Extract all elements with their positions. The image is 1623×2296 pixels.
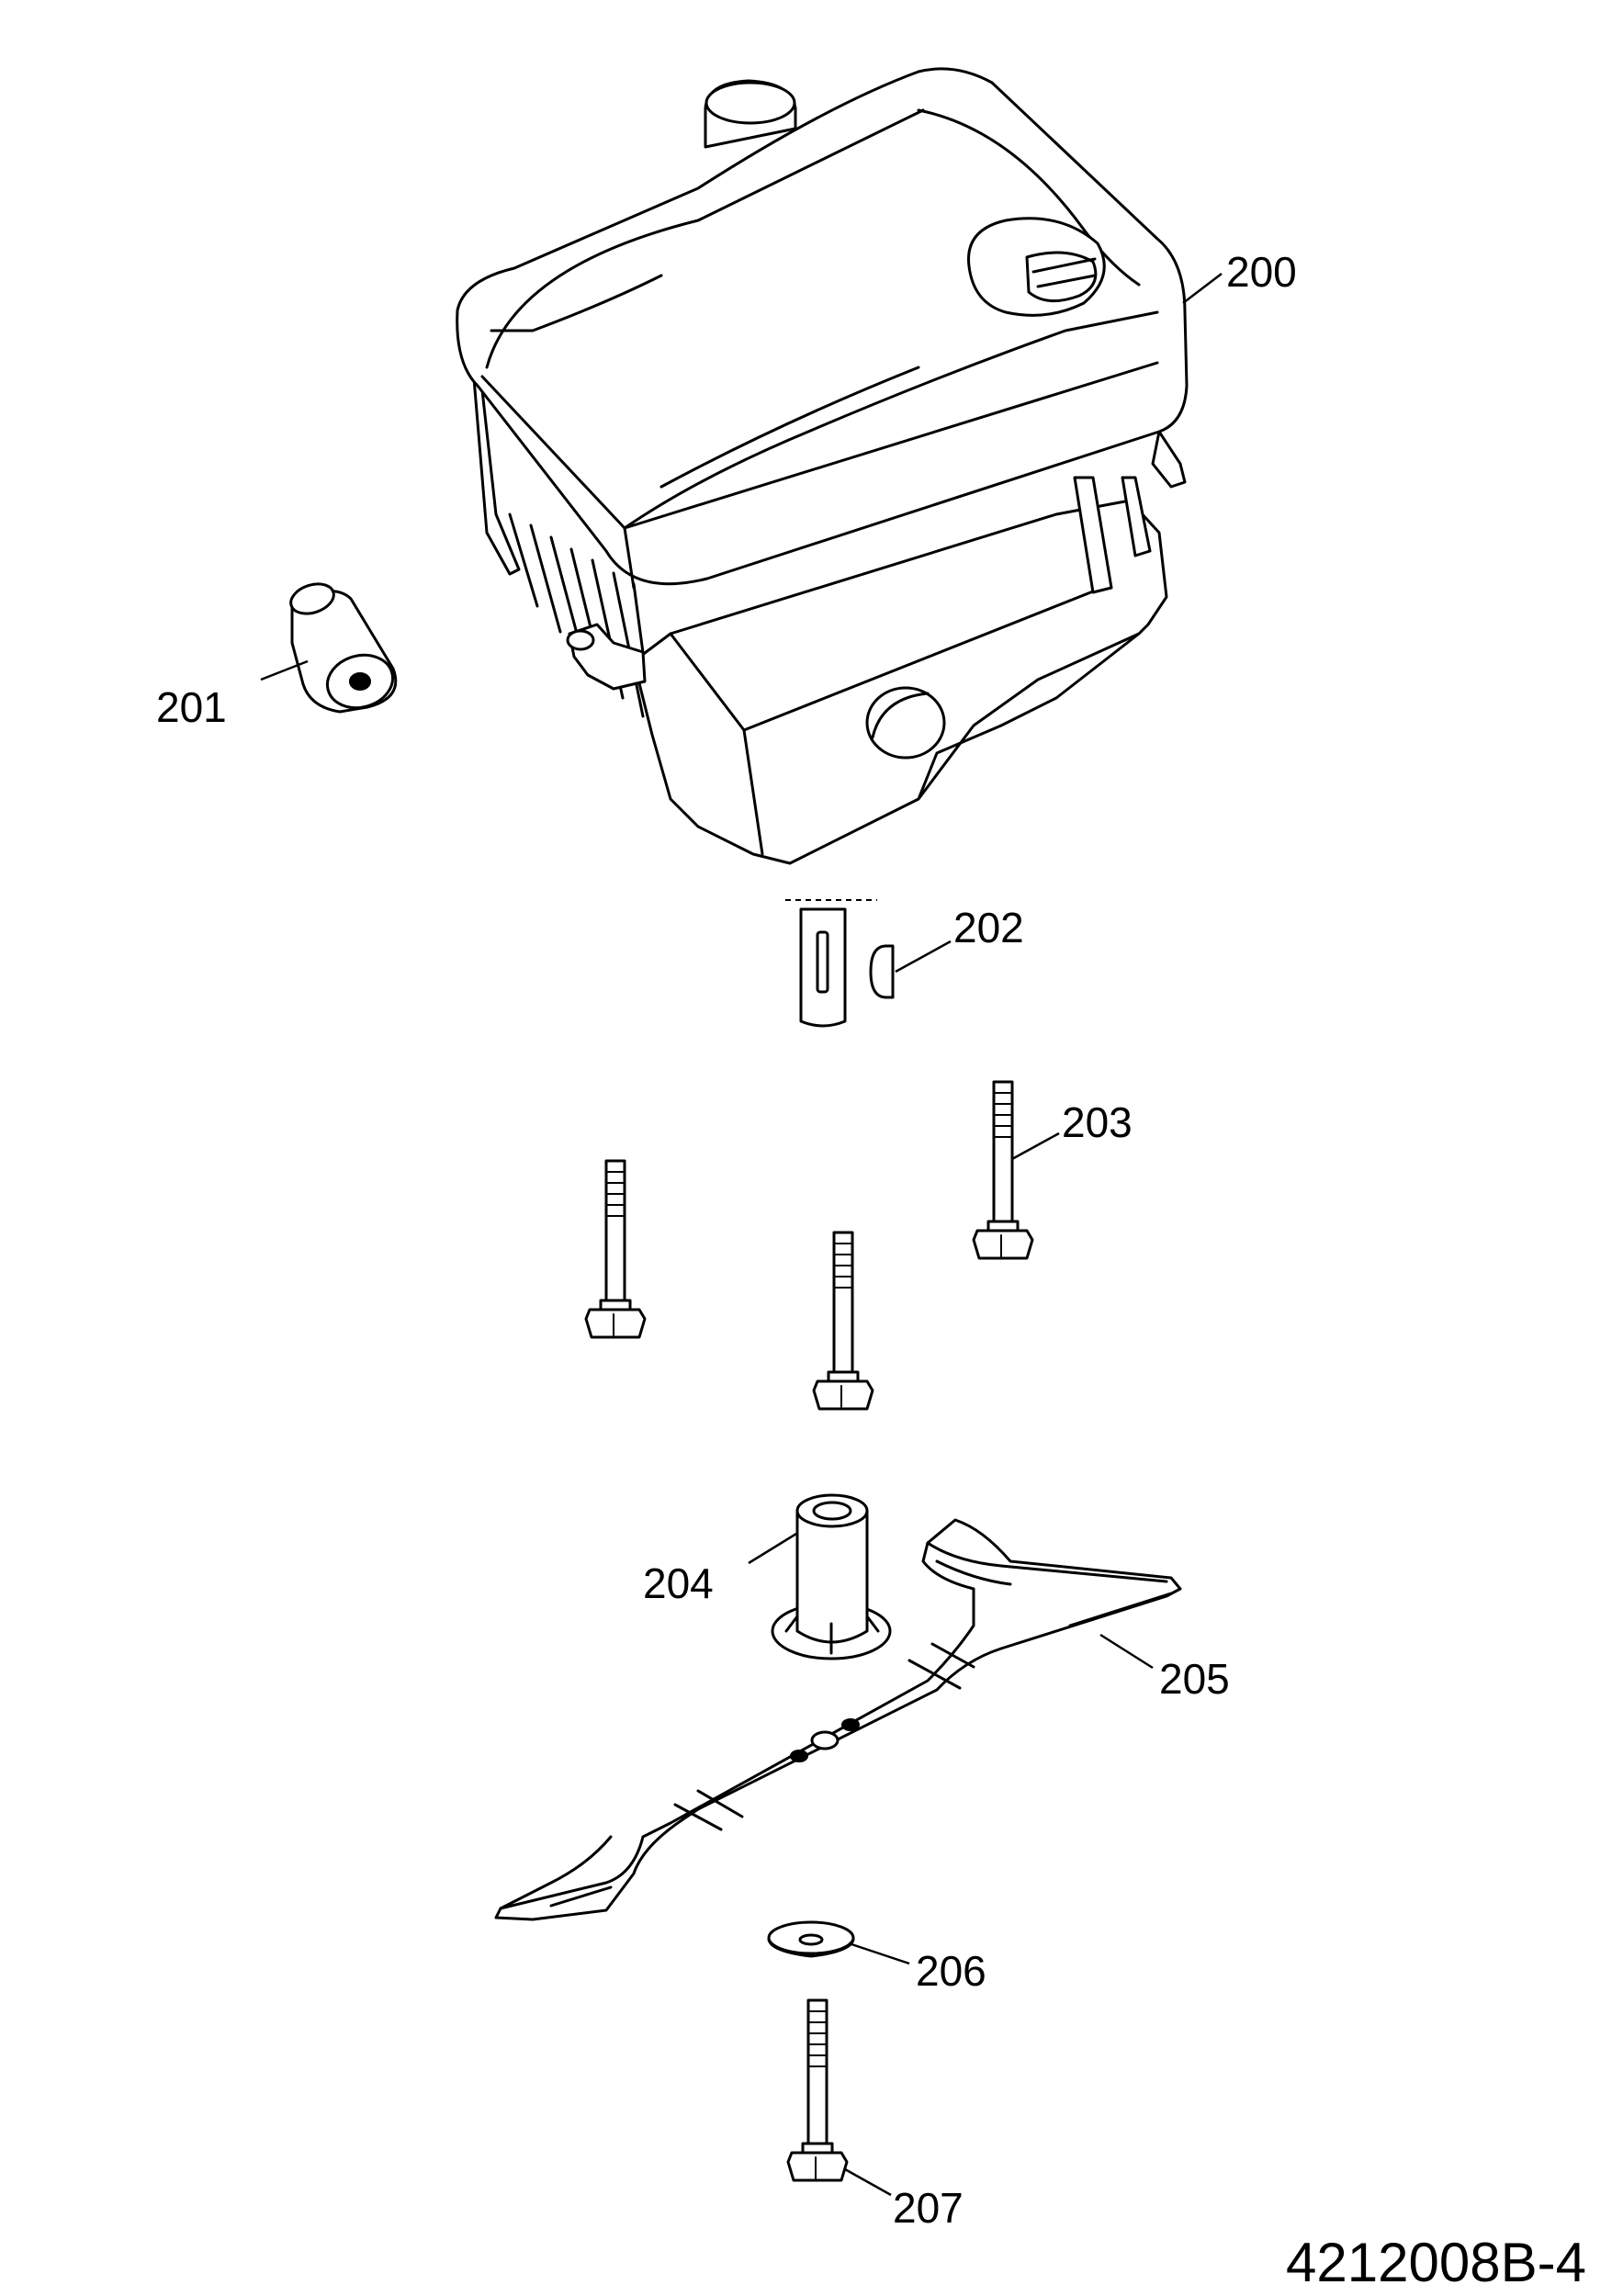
washer-part-206 (767, 1920, 855, 1958)
callout-207: 207 (893, 2184, 964, 2232)
callout-201: 201 (156, 683, 227, 731)
callout-200: 200 (1226, 248, 1297, 296)
mower-blade-part-205 (494, 1518, 1182, 1921)
engine-part-200 (456, 67, 1189, 865)
engine-mounting-bolt-part-203-b (584, 1159, 647, 1339)
engine-mounting-bolt-part-203-c (812, 1231, 874, 1411)
callout-205: 205 (1159, 1655, 1230, 1703)
drawing-number: 4212008B-4 (1286, 2232, 1586, 2293)
leader-lines (260, 273, 1223, 2197)
spacer-sleeve-part-201 (289, 582, 398, 714)
engine-mounting-bolt-part-203-a (972, 1080, 1034, 1260)
callout-206: 206 (916, 1947, 986, 1995)
shroud-knob (967, 217, 1106, 317)
crankshaft-end-with-key-part-202 (785, 899, 895, 1028)
blade-bolt-part-207 (786, 1998, 849, 2182)
callout-202: 202 (953, 904, 1024, 951)
blade-adapter-part-204 (771, 1493, 892, 1660)
callout-203: 203 (1062, 1098, 1133, 1146)
elbow-fitting (566, 623, 647, 691)
callout-204: 204 (643, 1559, 714, 1607)
